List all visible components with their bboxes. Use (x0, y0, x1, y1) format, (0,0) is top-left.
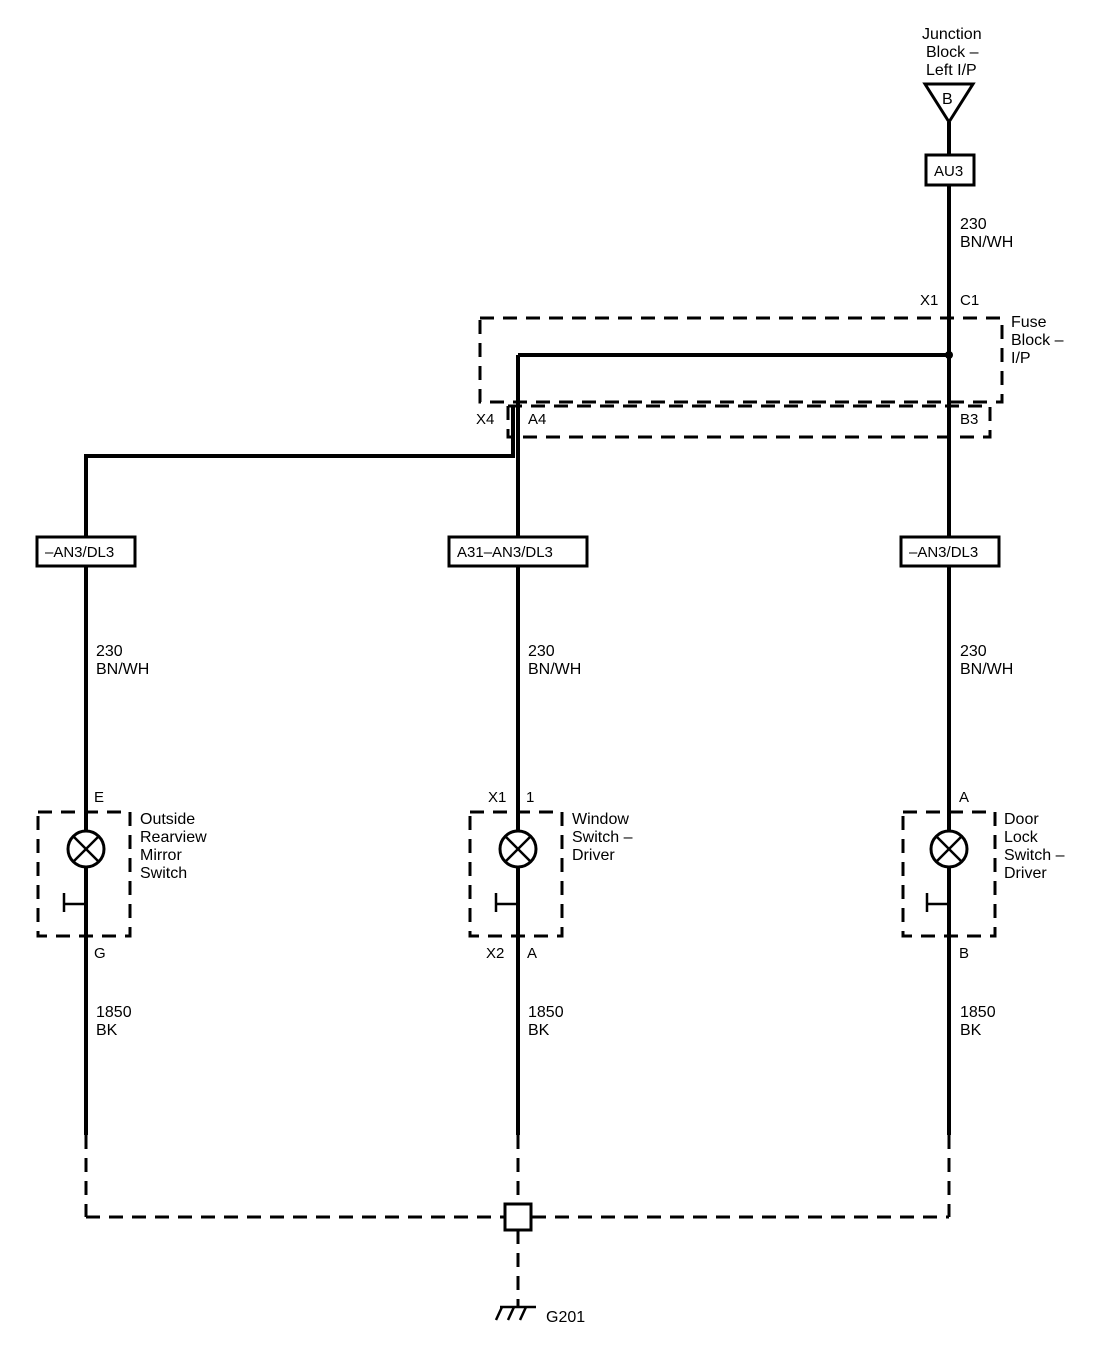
right-ground-color: BK (960, 1022, 982, 1039)
mirror-label-2: Rearview (140, 829, 207, 846)
left-wire-circuit: 230 (96, 643, 123, 660)
chassis-ground-icon (494, 1305, 536, 1321)
fuse-label: AU3 (934, 163, 963, 180)
option-box-left (35, 535, 137, 568)
mirror-pin-bottom: G (94, 945, 106, 962)
door-label-2: Lock (1004, 829, 1039, 846)
ground-tick-2 (506, 1306, 516, 1321)
fuse-block-pin-a4: A4 (528, 411, 546, 428)
right-wire-color: BN/WH (960, 661, 1013, 678)
wire-left-feed (84, 406, 515, 540)
option-label-left: –AN3/DL3 (45, 544, 114, 561)
junction-block-label-3: Left I/P (926, 62, 977, 79)
fuse-block-label-2: Block – (1011, 332, 1064, 349)
fuse-block-pin-c1: C1 (960, 292, 979, 309)
junction-block-label-1: Junction (922, 26, 982, 43)
mirror-label-3: Mirror (140, 847, 182, 864)
door-pin-bottom: B (959, 945, 969, 962)
door-label-1: Door (1004, 811, 1039, 828)
junction-terminal-triangle (922, 82, 976, 125)
junction-block: Junction Block – Left I/P B (922, 26, 982, 125)
window-ground-tap-icon (494, 893, 518, 912)
window-lamp-x2 (504, 835, 532, 863)
window-label-1: Window (572, 811, 629, 828)
fuse-block-pin-x1: X1 (920, 292, 938, 309)
door-label-3: Switch – (1004, 847, 1065, 864)
center-wire-circuit: 230 (528, 643, 555, 660)
left-ground-color: BK (96, 1022, 118, 1039)
junction-terminal-label: B (942, 91, 953, 108)
window-switch-driver: X1 1 X2 A Window Switch – Driver (468, 789, 633, 962)
window-conn-top: X1 (488, 789, 506, 806)
window-label-3: Driver (572, 847, 615, 864)
left-wire-color: BN/WH (96, 661, 149, 678)
supply-wire-color: BN/WH (960, 234, 1013, 251)
window-pin-top: 1 (526, 789, 534, 806)
mirror-label-1: Outside (140, 811, 195, 828)
fuse-block-pin-x4: X4 (476, 411, 494, 428)
junction-block-label-2: Block – (926, 44, 979, 61)
fuse-au3 (924, 153, 976, 187)
ground-tick-3 (518, 1306, 528, 1321)
door-pin-top: A (959, 789, 969, 806)
supply-wire-circuit: 230 (960, 216, 987, 233)
window-conn-bottom: X2 (486, 945, 504, 962)
window-label-2: Switch – (572, 829, 633, 846)
fuse-block: X1 C1 Fuse Block – I/P X4 A4 B3 (476, 292, 1064, 439)
window-pin-bottom: A (527, 945, 537, 962)
fuse-block-label-3: I/P (1011, 350, 1031, 367)
ground-label: G201 (546, 1309, 585, 1326)
mirror-ground-tap-icon (62, 893, 86, 912)
door-lock-switch-driver: A B Door Lock Switch – Driver (901, 789, 1065, 962)
door-lamp-x2 (935, 835, 963, 863)
fuse-block-outline (478, 316, 1004, 404)
center-ground-color: BK (528, 1022, 550, 1039)
fuse-block-connector-outline (506, 404, 992, 439)
option-label-center: A31–AN3/DL3 (457, 544, 553, 561)
left-ground-circuit: 1850 (96, 1004, 132, 1021)
door-label-4: Driver (1004, 865, 1047, 882)
ground-splice-pack (503, 1202, 533, 1232)
splice-dot (945, 351, 953, 359)
mirror-label-4: Switch (140, 865, 187, 882)
mirror-pin-top: E (94, 789, 104, 806)
option-label-right: –AN3/DL3 (909, 544, 978, 561)
right-ground-circuit: 1850 (960, 1004, 996, 1021)
ground-tick-1 (494, 1306, 504, 1321)
door-ground-tap-icon (925, 893, 949, 912)
center-ground-circuit: 1850 (528, 1004, 564, 1021)
outside-rearview-mirror-switch: E G Outside Rearview Mirror Switch (36, 789, 207, 962)
center-wire-color: BN/WH (528, 661, 581, 678)
option-box-center (447, 535, 589, 568)
fuse-block-label-1: Fuse (1011, 314, 1047, 331)
mirror-lamp-x2 (72, 835, 100, 863)
right-wire-circuit: 230 (960, 643, 987, 660)
fuse-block-pin-b3: B3 (960, 411, 978, 428)
